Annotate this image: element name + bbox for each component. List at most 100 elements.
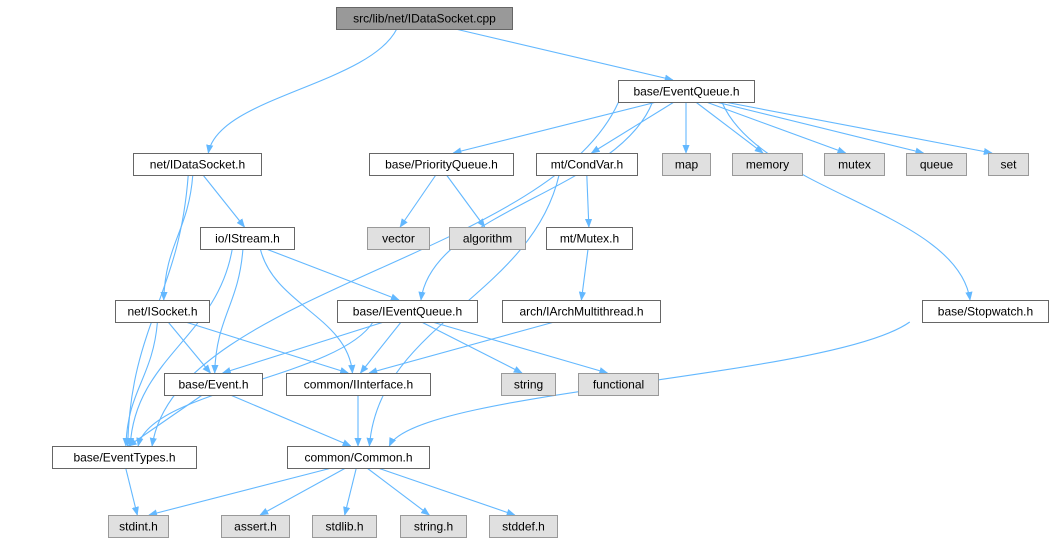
node-iinterface[interactable]: common/IInterface.h xyxy=(286,373,431,396)
node-box-mutex xyxy=(824,153,885,176)
edge-layer xyxy=(122,28,993,517)
node-label-common: common/Common.h xyxy=(304,451,412,465)
node-functional: functional xyxy=(578,373,659,396)
node-label-string: string xyxy=(514,378,543,392)
edge-root-to-idatasocket xyxy=(206,28,398,154)
node-box-root xyxy=(336,7,513,30)
node-box-mtmutex xyxy=(546,227,633,250)
node-box-isocket xyxy=(115,300,210,323)
node-label-eventtypes: base/EventTypes.h xyxy=(73,451,175,465)
node-label-ieventqueue: base/IEventQueue.h xyxy=(353,305,462,319)
edge-istream-to-ieventqueue xyxy=(266,248,400,301)
node-eventqueue[interactable]: base/EventQueue.h xyxy=(618,80,755,103)
node-box-assert xyxy=(221,515,290,538)
node-box-iarchmt xyxy=(502,300,661,323)
edge-priorityqueue-to-algorithm xyxy=(446,174,486,228)
edge-common-to-stdlib xyxy=(343,467,357,516)
edge-ieventqueue-to-functional xyxy=(432,321,609,375)
edge-priorityqueue-to-vector xyxy=(399,174,437,228)
node-event[interactable]: base/Event.h xyxy=(164,373,263,396)
edge-isocket-to-event xyxy=(167,321,212,374)
node-iarchmt[interactable]: arch/IArchMultithread.h xyxy=(502,300,661,323)
node-box-idatasocket xyxy=(133,153,262,176)
node-label-iarchmt: arch/IArchMultithread.h xyxy=(519,305,643,319)
edge-istream-to-event xyxy=(211,248,244,374)
node-algorithm: algorithm xyxy=(449,227,526,250)
node-stdint: stdint.h xyxy=(108,515,169,538)
node-label-vector: vector xyxy=(382,232,415,246)
node-box-istream xyxy=(200,227,295,250)
edge-common-to-stddef xyxy=(377,467,516,516)
node-common[interactable]: common/Common.h xyxy=(287,446,430,469)
node-box-common xyxy=(287,446,430,469)
node-label-priorityqueue: base/PriorityQueue.h xyxy=(385,158,498,172)
node-memory: memory xyxy=(732,153,803,176)
edge-eventqueue-to-mutex xyxy=(705,101,847,154)
edge-ieventqueue-to-string xyxy=(421,321,523,374)
node-box-stdint xyxy=(108,515,169,538)
node-box-map xyxy=(662,153,711,176)
node-eventtypes[interactable]: base/EventTypes.h xyxy=(52,446,197,469)
node-label-mutex: mutex xyxy=(838,158,871,172)
node-stddef: stddef.h xyxy=(489,515,558,538)
node-box-queue xyxy=(906,153,967,176)
node-label-memory: memory xyxy=(746,158,789,172)
node-box-set xyxy=(988,153,1029,176)
node-label-map: map xyxy=(675,158,699,172)
node-ieventqueue[interactable]: base/IEventQueue.h xyxy=(337,300,478,323)
node-layer: src/lib/net/IDataSocket.cpp base/EventQue… xyxy=(52,7,1049,538)
edge-event-to-eventtypes xyxy=(127,394,203,447)
node-queue: queue xyxy=(906,153,967,176)
node-label-algorithm: algorithm xyxy=(463,232,512,246)
node-label-stdint: stdint.h xyxy=(119,520,158,534)
node-label-stddef: stddef.h xyxy=(502,520,545,534)
node-root: src/lib/net/IDataSocket.cpp xyxy=(336,7,513,30)
node-istream[interactable]: io/IStream.h xyxy=(200,227,295,250)
node-label-stringh: string.h xyxy=(414,520,453,534)
node-vector: vector xyxy=(367,227,430,250)
node-label-queue: queue xyxy=(920,158,954,172)
node-condvar[interactable]: mt/CondVar.h xyxy=(536,153,638,176)
node-label-istream: io/IStream.h xyxy=(215,232,280,246)
edge-eventqueue-to-memory xyxy=(695,101,764,154)
edge-eventqueue-to-stopwatch xyxy=(721,101,973,301)
node-assert: assert.h xyxy=(221,515,290,538)
node-box-eventqueue xyxy=(618,80,755,103)
node-box-memory xyxy=(732,153,803,176)
node-stringh: string.h xyxy=(400,515,467,538)
node-mutex: mutex xyxy=(824,153,885,176)
node-box-stringh xyxy=(400,515,467,538)
node-priorityqueue[interactable]: base/PriorityQueue.h xyxy=(369,153,514,176)
edge-eventqueue-to-set xyxy=(724,101,993,156)
edge-idatasocket-to-istream xyxy=(202,174,246,228)
node-box-ieventqueue xyxy=(337,300,478,323)
node-label-functional: functional xyxy=(593,378,644,392)
edge-istream-to-eventtypes xyxy=(127,248,233,447)
edge-eventqueue-to-condvar xyxy=(590,101,675,154)
edge-common-to-stringh xyxy=(366,467,430,516)
node-mtmutex[interactable]: mt/Mutex.h xyxy=(546,227,633,250)
node-box-functional xyxy=(578,373,659,396)
edge-event-to-common xyxy=(230,394,352,447)
node-label-root: src/lib/net/IDataSocket.cpp xyxy=(353,12,496,26)
node-label-assert: assert.h xyxy=(234,520,277,534)
node-box-string xyxy=(501,373,556,396)
node-map: map xyxy=(662,153,711,176)
edge-isocket-to-eventtypes xyxy=(122,321,158,447)
node-label-stopwatch: base/Stopwatch.h xyxy=(938,305,1033,319)
node-label-stdlib: stdlib.h xyxy=(325,520,363,534)
node-label-event: base/Event.h xyxy=(178,378,248,392)
node-label-iinterface: common/IInterface.h xyxy=(304,378,413,392)
node-label-eventqueue: base/EventQueue.h xyxy=(633,85,739,99)
node-label-isocket: net/ISocket.h xyxy=(127,305,197,319)
node-set: set xyxy=(988,153,1029,176)
node-box-condvar xyxy=(536,153,638,176)
node-stopwatch[interactable]: base/Stopwatch.h xyxy=(922,300,1049,323)
node-idatasocket[interactable]: net/IDataSocket.h xyxy=(133,153,262,176)
edge-eventtypes-to-stdint xyxy=(125,467,139,516)
edge-eventqueue-to-priorityqueue xyxy=(452,101,657,155)
node-isocket[interactable]: net/ISocket.h xyxy=(115,300,210,323)
node-string: string xyxy=(501,373,556,396)
edge-root-to-eventqueue xyxy=(455,28,674,82)
